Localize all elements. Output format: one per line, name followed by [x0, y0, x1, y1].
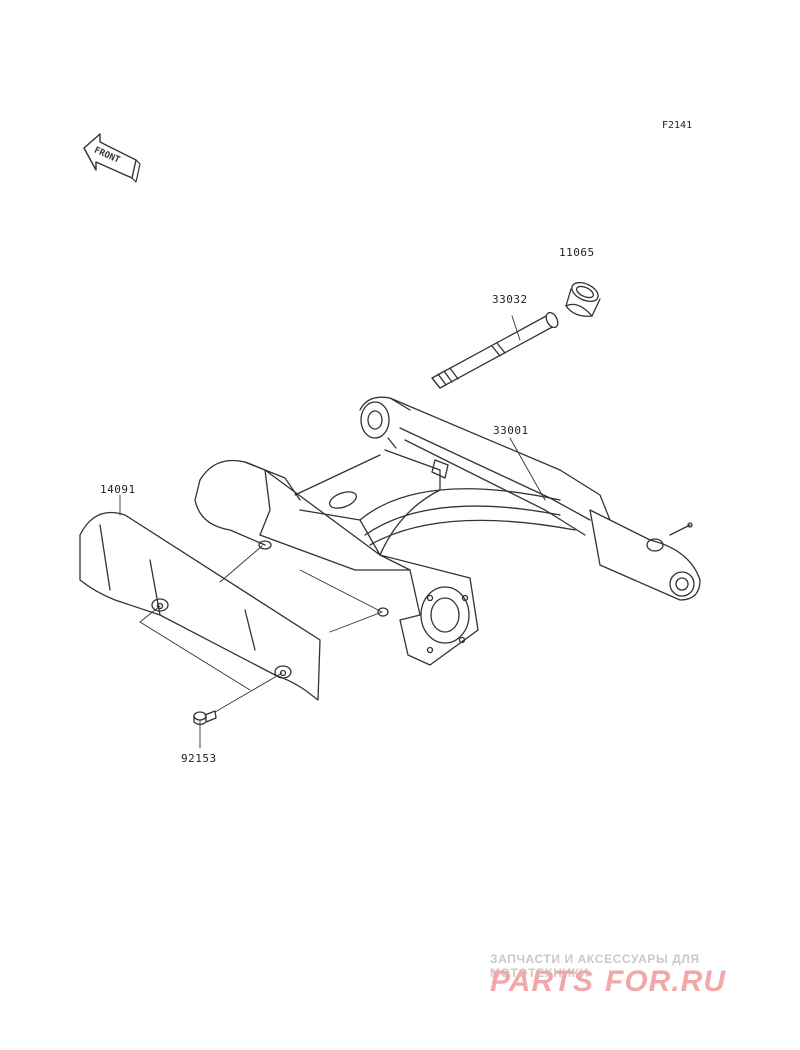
part-label-33032[interactable]: 33032 [492, 293, 528, 306]
front-arrow-label: FRONT [92, 146, 121, 166]
pivot-shaft-33032 [431, 311, 559, 389]
bushing-11065 [565, 281, 601, 317]
watermark-subtitle: ЗАПЧАСТИ И АКСЕССУАРЫ ДЛЯ МОТОТЕХНИКИ [490, 952, 700, 980]
part-label-33001[interactable]: 33001 [493, 424, 529, 437]
part-label-92153[interactable]: 92153 [181, 752, 217, 765]
figure-reference-code: F2141 [662, 120, 693, 131]
bolt-92153 [193, 710, 217, 726]
swing-arm-33001 [194, 396, 701, 666]
leader-lines [119, 437, 546, 749]
watermark-logo-left: PARTS [490, 965, 594, 998]
part-label-11065[interactable]: 11065 [559, 246, 595, 259]
part-label-14091[interactable]: 14091 [100, 483, 136, 496]
chain-cover-14091 [79, 511, 321, 701]
front-arrow-text: FRONT [92, 146, 121, 166]
front-arrow-icon [83, 133, 141, 183]
watermark-logo-right: FOR.RU [605, 965, 726, 998]
